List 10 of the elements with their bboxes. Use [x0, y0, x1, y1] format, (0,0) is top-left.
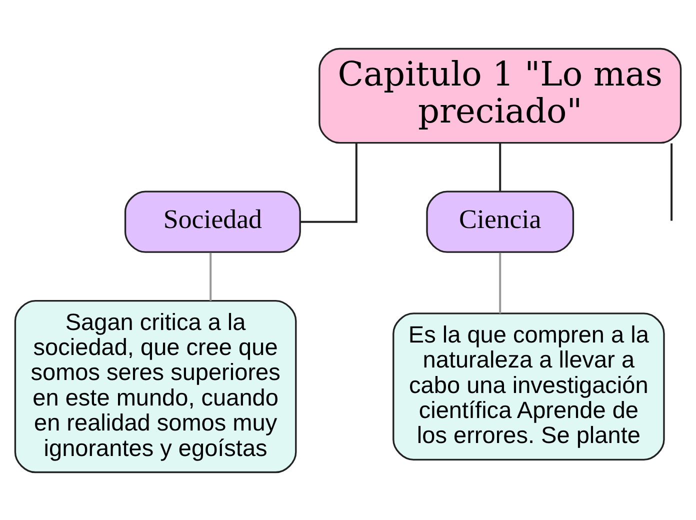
connector	[499, 252, 502, 313]
connector	[210, 252, 212, 300]
node-box: Sagan critica a la sociedad, que cree que somos seres superiores en este mundo, cuando en realidad somos muy ignorantes y egoístas	[14, 300, 297, 473]
connector	[670, 142, 673, 220]
node-box: Es la que compren a la naturaleza a llevar a cabo una investigación científica Aprende de los errores. Se plante	[392, 312, 665, 460]
connector	[499, 142, 502, 190]
connector	[300, 142, 358, 222]
node-box: Ciencia	[426, 190, 574, 252]
node-box: Sociedad	[124, 190, 301, 252]
node-box: Capitulo 1 "Lo mas preciado"	[318, 47, 682, 144]
